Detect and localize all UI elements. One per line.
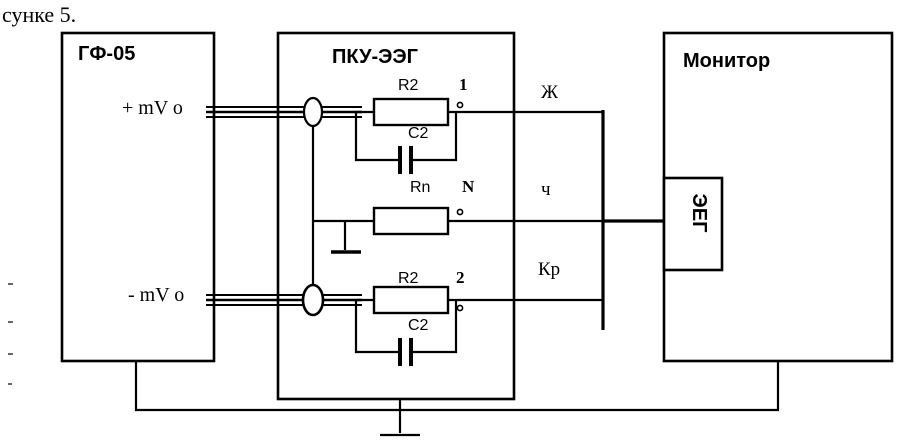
label-r2-top: R2 (398, 77, 419, 94)
generator-neg-terminal: - mV o (128, 284, 184, 306)
terminal-2-dot (456, 304, 464, 312)
shield-ring-bottom (301, 283, 325, 317)
resistor-r2-top (372, 97, 450, 127)
channel-top (354, 97, 603, 174)
monitor-connector (662, 176, 724, 272)
monitor-title: Монитор (683, 50, 770, 72)
generator-pos-terminal: + mV o (122, 97, 183, 119)
wire-label-red: Кр (538, 259, 560, 280)
label-c2-top: C2 (408, 125, 429, 142)
channel-middle (313, 206, 603, 254)
shielded-cable-bottom (206, 294, 362, 306)
monitor-connector-label: ЭЕГ (688, 194, 710, 233)
terminal-n-label: N (462, 177, 475, 196)
terminal-2-label: 2 (456, 268, 465, 287)
shielded-cable-top (206, 106, 362, 118)
channel-bottom (354, 285, 603, 366)
resistor-r2-bottom (372, 285, 450, 315)
generator-title: ГФ-05 (78, 43, 135, 65)
pku-title: ПКУ-ЭЭГ (332, 46, 418, 68)
shield-ring-top (302, 96, 324, 128)
generator-block (60, 31, 216, 363)
scan-marks (8, 283, 13, 385)
label-c2-bottom: C2 (408, 317, 429, 334)
resistor-rn (372, 206, 450, 236)
label-r2-bottom: R2 (398, 270, 419, 287)
common-ground-wire (134, 362, 780, 437)
label-rn: Rn (410, 179, 430, 196)
wire-label-yellow: Ж (541, 82, 559, 103)
wire-label-black: ч (541, 179, 551, 200)
caption-fragment: сунке 5. (2, 2, 76, 27)
terminal-1-label: 1 (459, 75, 468, 94)
terminal-n-dot (456, 208, 464, 216)
terminal-1-dot (456, 101, 464, 109)
